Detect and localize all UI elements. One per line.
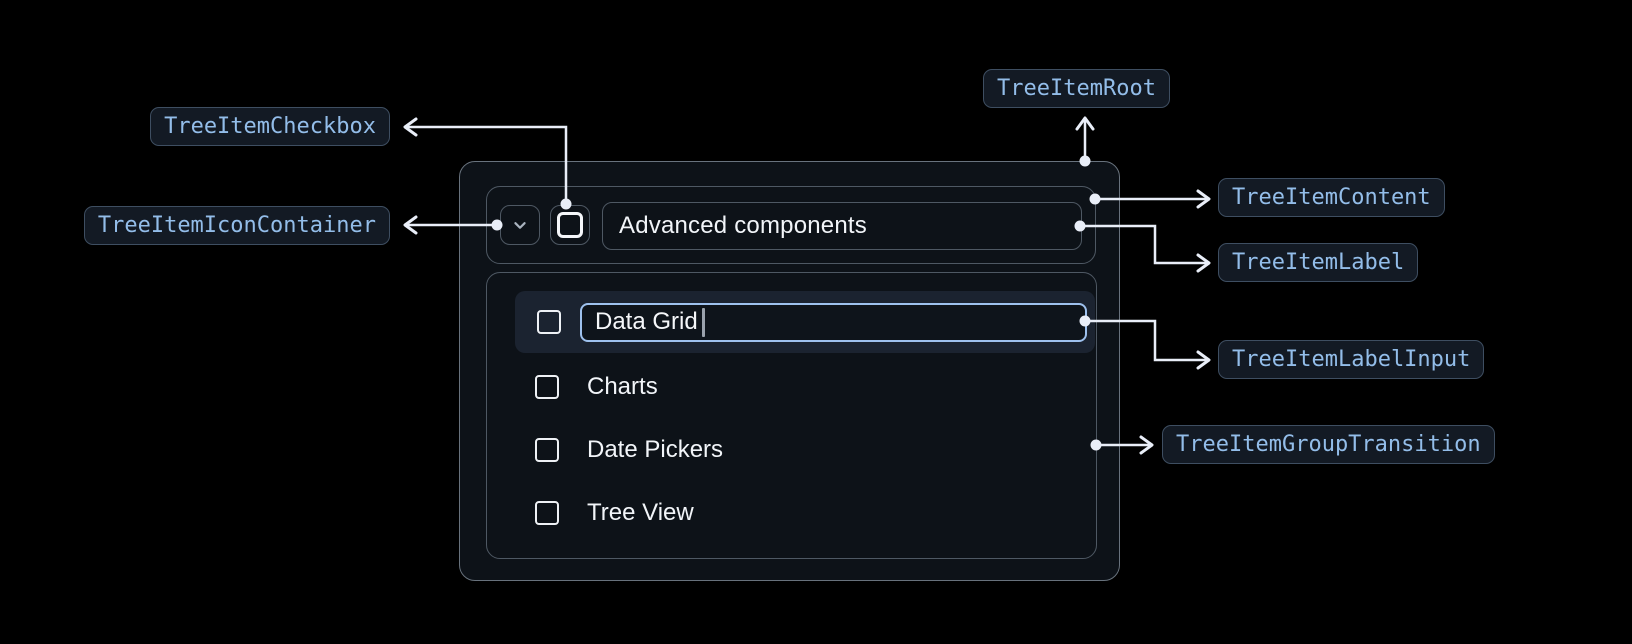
tree-item-label: Date Pickers bbox=[587, 436, 724, 463]
callout-tree-item-checkbox: TreeItemCheckbox bbox=[150, 107, 390, 146]
callout-tree-item-group-transition: TreeItemGroupTransition bbox=[1162, 425, 1495, 464]
tree-item-row-editing[interactable]: Data Grid bbox=[515, 291, 1095, 353]
callout-tree-item-root: TreeItemRoot bbox=[983, 69, 1170, 108]
tree-item-label: Charts bbox=[587, 373, 658, 400]
tree-item-content[interactable]: Advanced components bbox=[486, 186, 1096, 264]
checkbox-unchecked-icon bbox=[557, 212, 583, 238]
text-caret bbox=[701, 307, 705, 337]
callout-tree-item-content: TreeItemContent bbox=[1218, 178, 1445, 217]
tree-item-row[interactable]: Date Pickers bbox=[515, 426, 1095, 474]
tree-item-icon-container[interactable] bbox=[500, 205, 540, 245]
parent-item-label: Advanced components bbox=[619, 212, 867, 239]
checkbox-unchecked-icon[interactable] bbox=[535, 375, 559, 399]
tree-item-label-input[interactable]: Data Grid bbox=[580, 302, 1087, 342]
checkbox-unchecked-icon[interactable] bbox=[537, 310, 561, 334]
tree-item-root: Advanced components Data Grid Charts Dat… bbox=[459, 161, 1120, 581]
tree-item-row[interactable]: Tree View bbox=[515, 489, 1095, 537]
tree-item-row[interactable]: Charts bbox=[515, 363, 1095, 411]
tree-item-group-transition: Data Grid Charts Date Pickers Tree View bbox=[486, 272, 1097, 559]
connector-root bbox=[1075, 116, 1095, 167]
tree-item-label: Advanced components bbox=[602, 202, 1082, 250]
callout-tree-item-icon-container: TreeItemIconContainer bbox=[83, 206, 390, 245]
checkbox-unchecked-icon[interactable] bbox=[535, 501, 559, 525]
callout-tree-item-label: TreeItemLabel bbox=[1218, 243, 1419, 282]
chevron-down-icon bbox=[514, 222, 526, 229]
tree-item-checkbox[interactable] bbox=[550, 205, 590, 245]
checkbox-unchecked-icon[interactable] bbox=[535, 438, 559, 462]
tree-item-label: Tree View bbox=[587, 499, 694, 526]
callout-tree-item-label-input: TreeItemLabelInput bbox=[1218, 340, 1485, 379]
label-input-value: Data Grid bbox=[595, 308, 698, 335]
